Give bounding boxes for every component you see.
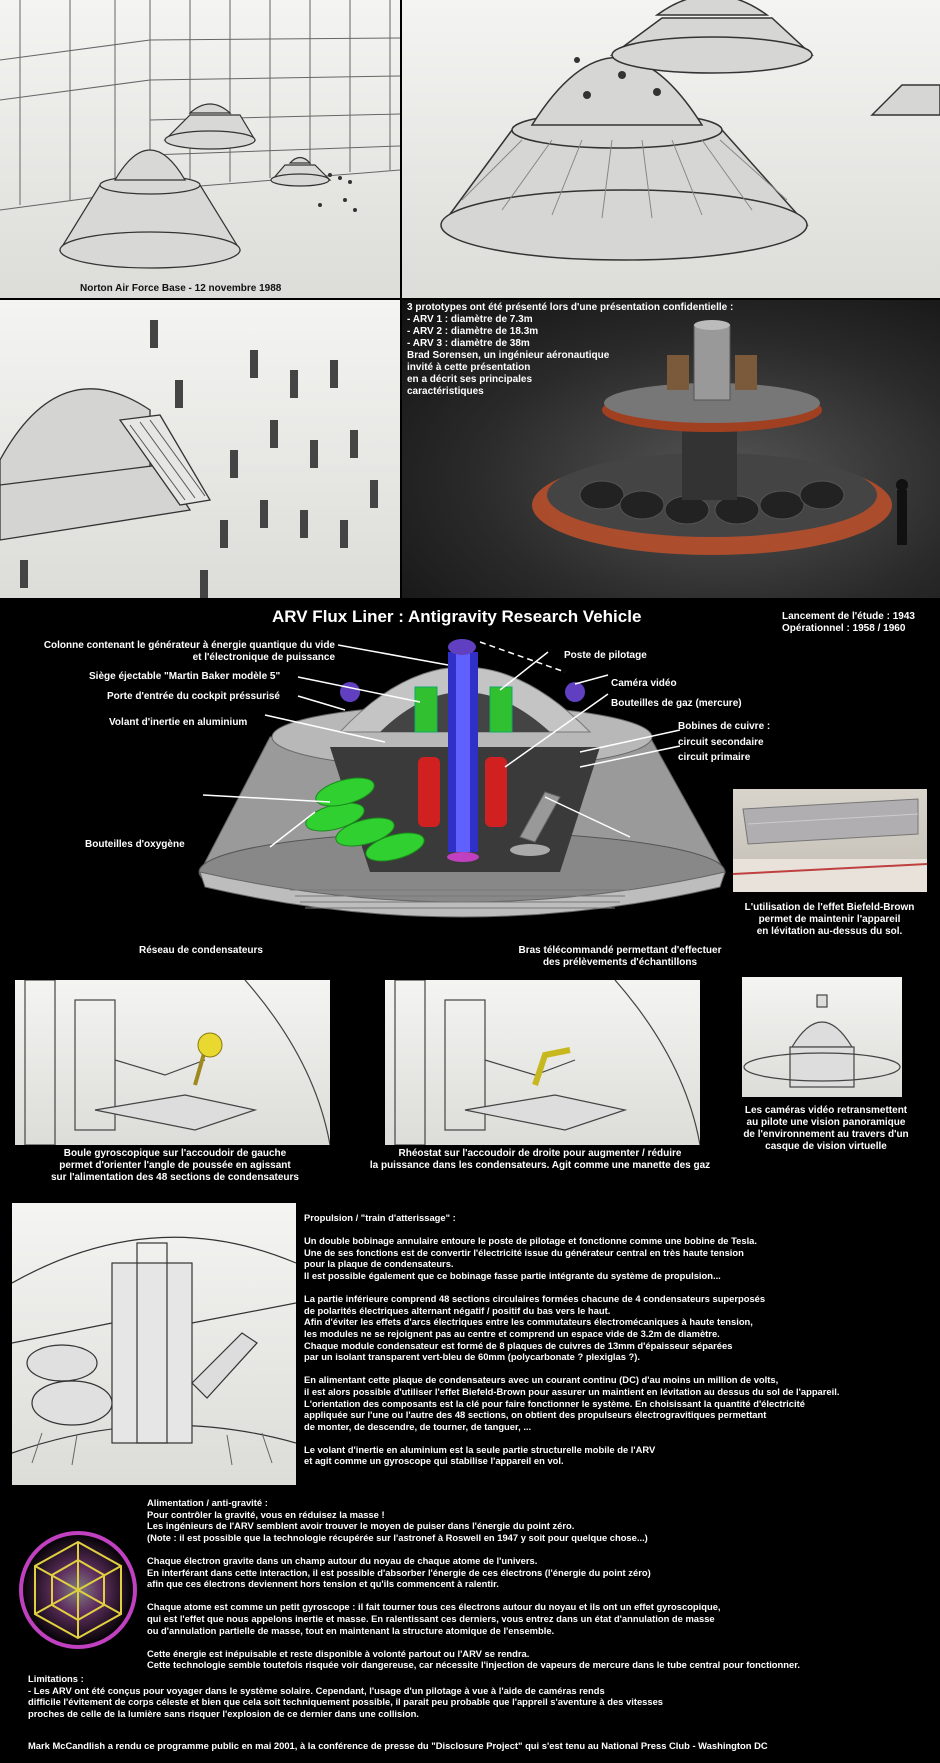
camera-dome-sketch [742, 977, 902, 1097]
label-bras: Bras télécommandé permettant d'effectuer… [518, 945, 722, 968]
propulsion-sketch [12, 1203, 296, 1485]
label-colonne: Colonne contenant le générateur à énergi… [43, 640, 335, 663]
hangar-sketch: Norton Air Force Base - 12 novembre 1988 [0, 0, 400, 298]
rheostat-drawing [394, 980, 700, 1145]
label-siege: Siège éjectable "Martin Baker modèle 5" [89, 671, 281, 682]
label-reseau: Réseau de condensateurs [139, 945, 263, 956]
biefeld-lifter-drawing [733, 798, 927, 892]
propulsion-text: Propulsion / "train d'atterissage" : Un … [304, 1212, 840, 1467]
hangar-drawing [0, 0, 400, 269]
label-oxygene: Bouteilles d'oxygène [85, 839, 185, 850]
label-pilotage: Poste de pilotage [564, 650, 647, 661]
cockpit-mid-caption: Rhéostat sur l'accoudoir de droite pour … [369, 1148, 711, 1171]
biefeld-photo [733, 789, 927, 892]
cockpit-right-caption: Les caméras vidéo retransmettent au pilo… [743, 1105, 909, 1152]
prototype-3d-drawing [532, 320, 908, 555]
crowd-sketch [0, 300, 400, 598]
biefeld-caption: L'utilisation de l'effet Biefeld-Brown p… [744, 902, 915, 937]
label-bobines: Bobines de cuivre : [678, 721, 771, 732]
diagram-dates: Lancement de l'étude : 1943 Opérationnel… [782, 611, 915, 634]
gyro-ball-drawing [24, 980, 330, 1145]
diagram-title: ARV Flux Liner : Antigravity Research Ve… [272, 607, 642, 626]
closeup-sketch [402, 0, 940, 298]
capacitor-ring-drawing [12, 1236, 296, 1466]
alimentation-text: Alimentation / anti-gravité : Pour contr… [147, 1497, 800, 1671]
arv-cutaway-diagram [198, 639, 726, 918]
hangar-caption: Norton Air Force Base - 12 novembre 1988 [80, 283, 282, 294]
cockpit-mid-sketch [385, 980, 700, 1145]
crowd-drawing [0, 320, 378, 598]
label-camera: Caméra vidéo [611, 678, 677, 689]
label-porte: Porte d'entrée du cockpit préssurisé [107, 691, 280, 702]
footer-text: Mark McCandlish a rendu ce programme pub… [28, 1740, 768, 1751]
camera-dome-drawing [743, 994, 901, 1088]
label-gaz: Bouteilles de gaz (mercure) [611, 698, 742, 709]
label-secondaire: circuit secondaire [678, 737, 764, 748]
limitations-text: Limitations : - Les ARV ont été conçus p… [28, 1673, 664, 1719]
prototypes-text: 3 prototypes ont été présenté lors d'une… [407, 302, 734, 397]
closeup-drawing [440, 0, 940, 261]
cockpit-left-sketch [15, 980, 330, 1145]
zero-point-energy-icon [19, 1531, 137, 1649]
label-volant: Volant d'inertie en aluminium [109, 717, 248, 728]
prototype-render: 3 prototypes ont été présenté lors d'une… [402, 300, 940, 598]
cockpit-left-caption: Boule gyroscopique sur l'accoudoir de ga… [50, 1148, 299, 1183]
label-primaire: circuit primaire [678, 752, 751, 763]
